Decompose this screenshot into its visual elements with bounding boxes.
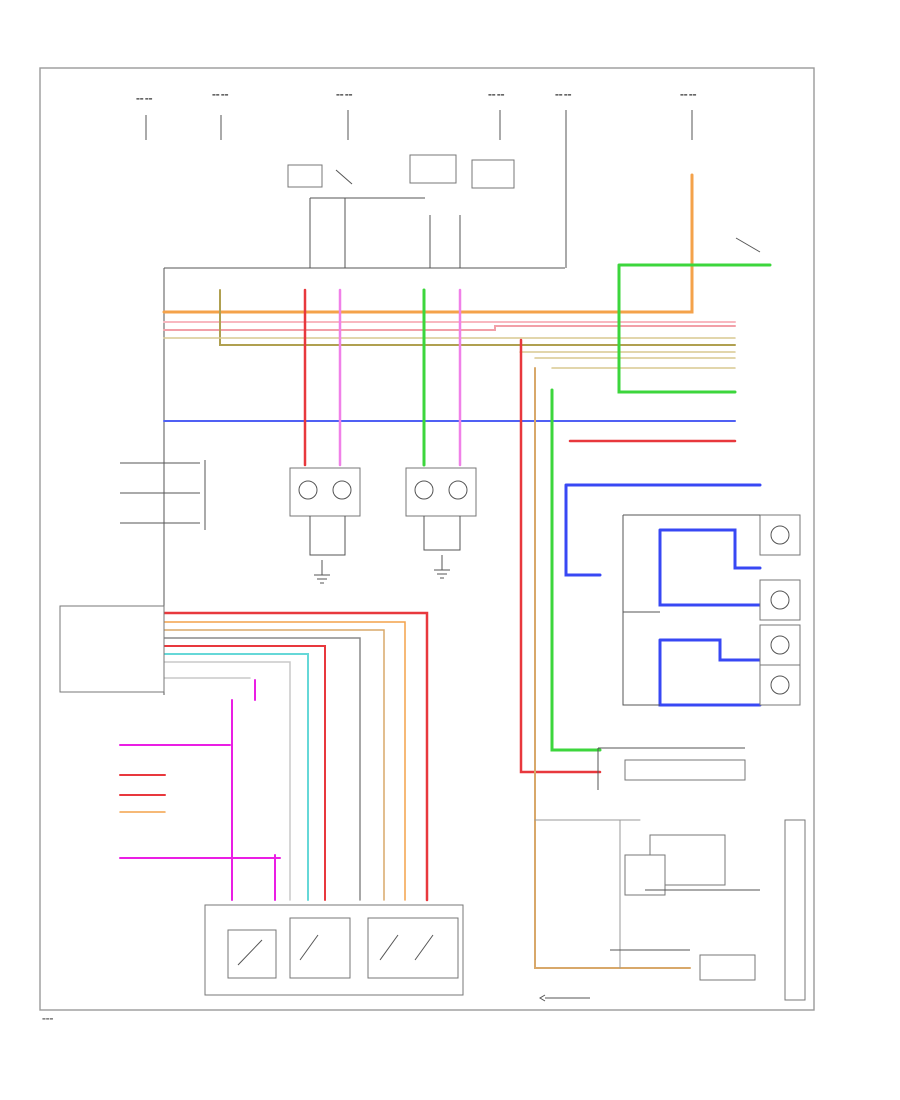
svg-text:▬▬ ▬▬: ▬▬ ▬▬ [336,92,353,97]
switch-icon [335,169,761,253]
ground-icon [314,555,450,584]
fuse-icon [145,110,693,140]
diagram-border [39,67,815,1011]
lamp-icon [289,467,801,706]
relay-icon [287,154,515,189]
control-module-right [597,747,806,1001]
combination-switch [204,904,464,996]
fuse-labels: ▬▬ ▬▬ ▬▬ ▬▬ ▬▬ ▬▬ ▬▬ ▬▬ ▬▬ ▬▬ ▬▬ ▬▬ [136,92,697,101]
svg-text:▬▬ ▬▬: ▬▬ ▬▬ [212,92,229,97]
wiring-harness [119,173,772,969]
svg-text:▬▬ ▬▬: ▬▬ ▬▬ [136,96,153,101]
diagram-corner-code: ▬▬▬ [42,1016,54,1021]
svg-text:▬▬ ▬▬: ▬▬ ▬▬ [555,92,572,97]
connector-left [59,460,206,693]
svg-text:▬▬ ▬▬: ▬▬ ▬▬ [488,92,505,97]
svg-text:▬▬ ▬▬: ▬▬ ▬▬ [680,92,697,97]
